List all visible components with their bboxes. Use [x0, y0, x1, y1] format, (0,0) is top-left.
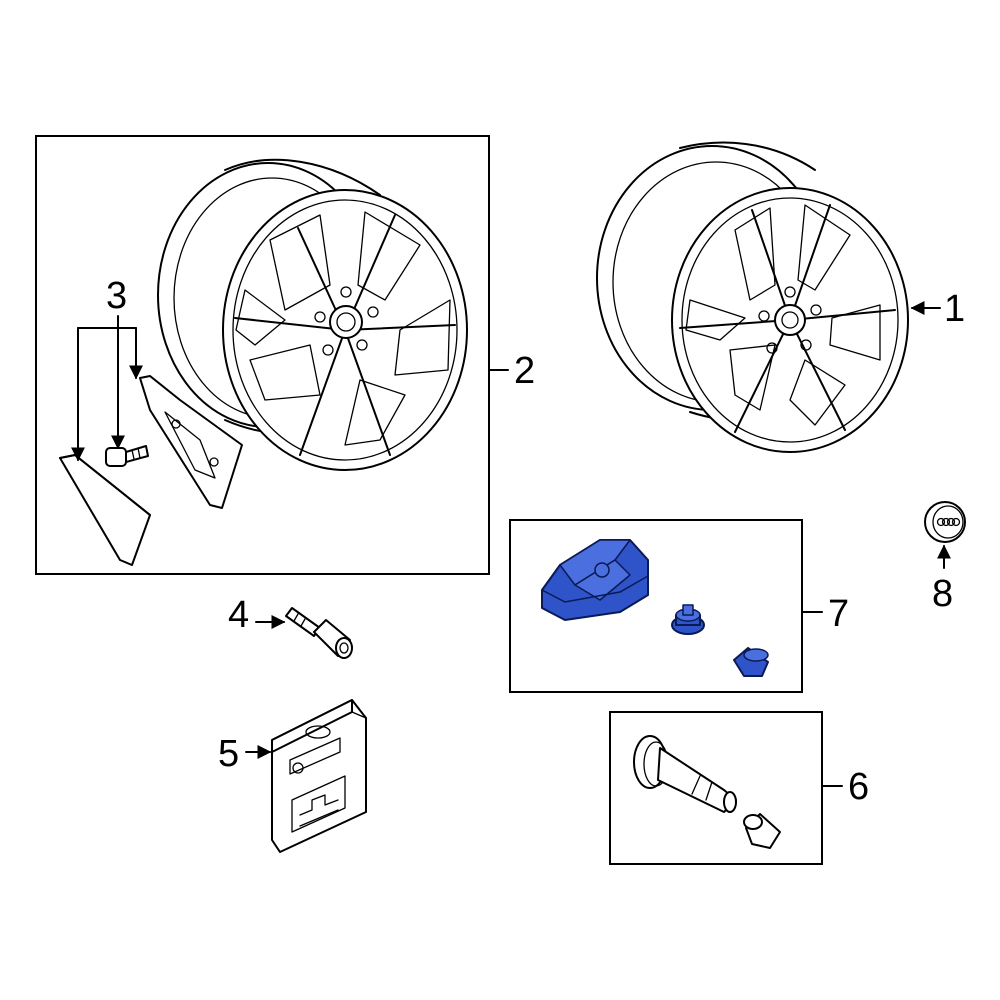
group-box-2	[35, 135, 490, 575]
spoke-insert-right[interactable]	[139, 375, 243, 509]
valve-cap[interactable]	[743, 813, 781, 849]
callout-6: 6	[848, 766, 869, 808]
tpms-sensor[interactable]	[541, 539, 649, 621]
screw[interactable]	[105, 445, 149, 467]
callout-5: 5	[218, 733, 239, 775]
lug-bolt[interactable]	[285, 607, 353, 659]
group-box-7	[509, 519, 803, 693]
valve-stem[interactable]	[633, 735, 737, 813]
callout-7: 7	[828, 593, 849, 635]
group-box-6	[609, 711, 823, 865]
wheel-2[interactable]	[157, 158, 468, 471]
tpms-valve-cap[interactable]	[733, 647, 769, 677]
callout-1: 1	[944, 288, 965, 330]
tpms-grommet[interactable]	[671, 604, 705, 635]
wheel-1[interactable]	[596, 141, 909, 453]
callout-4: 4	[228, 594, 249, 636]
callout-2: 2	[514, 350, 535, 392]
hardware-package[interactable]	[271, 699, 367, 853]
spoke-insert-left[interactable]	[59, 454, 151, 566]
callout-3: 3	[106, 275, 127, 317]
leader-3	[71, 315, 143, 462]
callout-8: 8	[932, 573, 953, 615]
center-cap[interactable]	[924, 501, 966, 543]
